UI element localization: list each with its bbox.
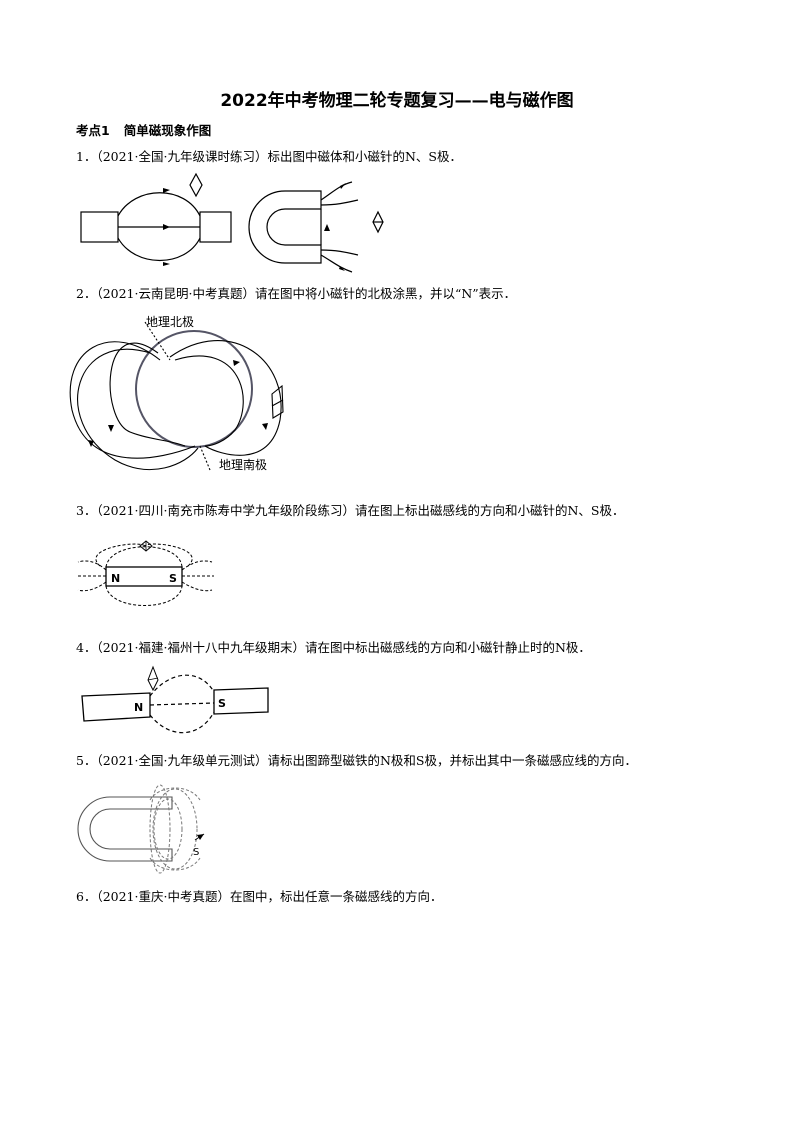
question-1: 1．（2021·全国·九年级课时练习）标出图中磁体和小磁针的N、S极． [76, 149, 462, 164]
fig4-compass-needle [147, 665, 159, 692]
fig2-field-line-right-inner [174, 355, 244, 447]
fig2-north-label: 地理北极 [146, 315, 194, 329]
fig4-right-magnet [213, 687, 269, 715]
question-2: 2．（2021·云南昆明·中考真题）请在图中将小磁针的北极涂黑，并以“N”表示． [76, 286, 517, 301]
section-heading: 考点1 简单磁现象作图 [76, 120, 225, 139]
fig3-compass-needle [139, 540, 153, 552]
fig2-axis-north [144, 321, 171, 361]
fig4-field-line-top [149, 674, 215, 697]
page-title: 2022年中考物理二轮专题复习——电与磁作图 [220, 91, 574, 111]
fig1-horseshoe-field-bottom [320, 254, 353, 273]
fig3-field-line-top [105, 546, 183, 568]
fig5-horseshoe-magnet [77, 796, 173, 862]
fig1-compass-needle [189, 172, 203, 198]
question-3: 3．（2021·四川·南充市陈寿中学九年级阶段练习）请在图上标出磁感线的方向和小… [76, 503, 625, 518]
fig5-s-label: S [193, 847, 199, 858]
fig1-horseshoe-magnet [248, 190, 322, 264]
fig2-axis-south [199, 445, 211, 471]
fig2-field-line-right-outer [169, 340, 282, 456]
fig4-s-label: S [218, 697, 226, 710]
fig1-compass-needle-2 [372, 210, 384, 234]
question-4: 4．（2021·福建·福州十八中九年级期末）请在图中标出磁感线的方向和小磁针静止… [76, 640, 591, 655]
fig2-south-label: 地理南极 [219, 457, 267, 472]
fig2-field-line-left-inner [109, 342, 186, 447]
fig1-field-line-bottom [117, 237, 201, 261]
fig3-s-label: S [169, 572, 177, 585]
fig3-n-label: N [111, 572, 120, 585]
fig2-earth [135, 330, 253, 448]
fig4-field-line-bottom [149, 711, 215, 734]
question-5: 5．（2021·全国·九年级单元测试）请标出图蹄型磁铁的N极和S极，并标出其中一… [76, 753, 637, 768]
fig4-field-line-middle [149, 702, 215, 706]
fig2-field-line-left-outer [69, 341, 196, 459]
fig4-left-magnet [81, 692, 151, 722]
fig1-field-line-top [117, 192, 201, 217]
fig1-horseshoe-field-top-1 [320, 181, 353, 201]
section-tag: 考点1 [76, 123, 110, 138]
section-name: 简单磁现象作图 [123, 123, 212, 138]
fig3-bar-magnet [105, 566, 183, 587]
fig3-field-line-bottom [105, 585, 183, 606]
question-6: 6．（2021·重庆·中考真题）在图中，标出任意一条磁感线的方向． [76, 889, 443, 904]
fig2-compass-needle [271, 384, 284, 419]
fig4-n-label: N [134, 701, 143, 714]
fig5-field-line-1 [153, 798, 183, 860]
